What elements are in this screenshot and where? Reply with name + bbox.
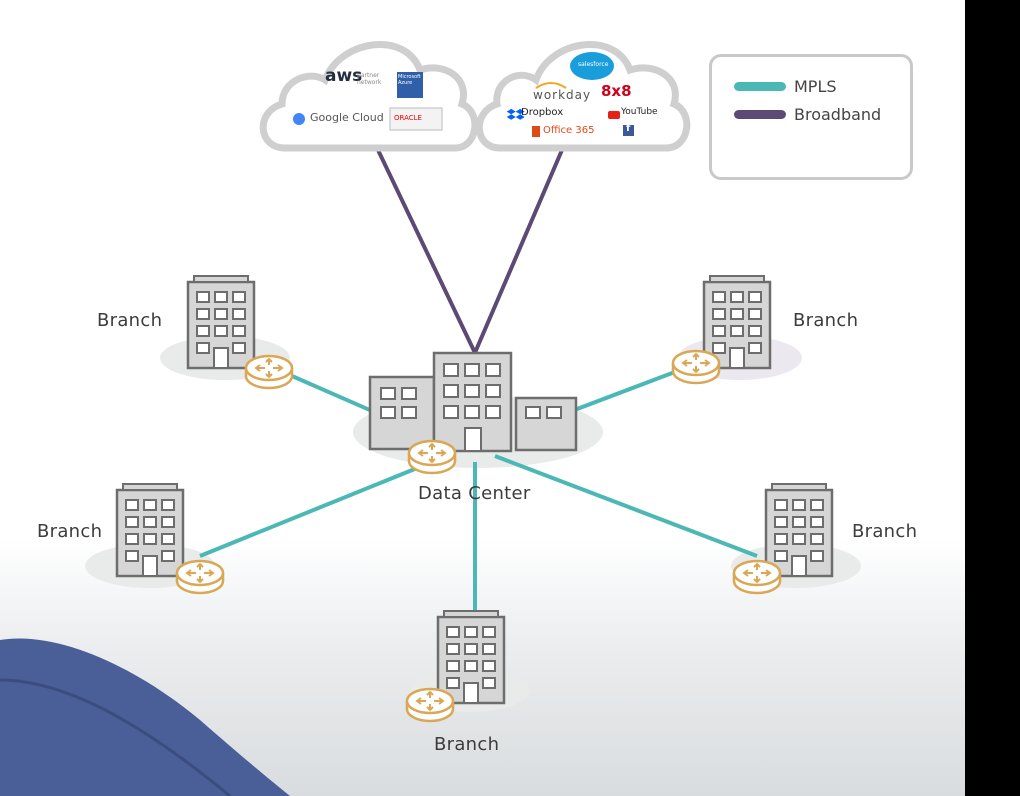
google-cloud-text: Google Cloud	[310, 111, 384, 124]
dropbox-icon	[506, 108, 525, 120]
router-icon	[244, 354, 294, 390]
office-logo-text: Office 365	[543, 125, 595, 136]
facebook-logo-text: f	[626, 123, 631, 134]
legend-broadband-label: Broadband	[794, 104, 882, 124]
eight-x-eight-logo-text: 8x8	[601, 82, 632, 100]
mpls-swatch	[734, 81, 786, 91]
azure-logo-text: Microsoft Azure	[398, 74, 421, 86]
legend-mpls: MPLS	[734, 75, 837, 97]
salesforce-logo	[570, 52, 614, 80]
salesforce-logo-text: salesforce	[578, 61, 609, 68]
google-cloud-icon	[293, 113, 305, 125]
oracle-logo	[389, 107, 443, 131]
dropbox-logo-text: Dropbox	[521, 107, 564, 118]
legend: MPLS Broadband	[709, 54, 913, 180]
legend-mpls-label: MPLS	[794, 76, 837, 96]
branch-bottom-label: Branch	[434, 734, 500, 755]
youtube-icon	[608, 111, 620, 119]
azure-logo	[397, 72, 423, 98]
branch-bottom-building-icon	[436, 609, 506, 705]
presenter-shoulder	[0, 638, 290, 796]
branch-mid-right-building-icon	[764, 482, 834, 578]
broadband-links	[376, 149, 564, 356]
oracle-logo-text: ORACLE	[394, 114, 422, 122]
data-center-label: Data Center	[418, 483, 531, 504]
workday-logo-text: workday	[533, 88, 592, 102]
branch-top-right-label: Branch	[793, 310, 859, 331]
router-icon	[175, 559, 225, 595]
broadband-swatch	[734, 109, 786, 119]
workday-arc-icon	[535, 82, 567, 89]
branch-mid-left-building-icon	[115, 482, 185, 578]
branch-mid-right-label: Branch	[852, 521, 918, 542]
aws-logo-text: aws	[325, 66, 363, 86]
router-icon	[405, 687, 455, 723]
router-icon	[732, 559, 782, 595]
cloud-right-icon	[475, 41, 691, 152]
branch-top-left-building-icon	[186, 274, 256, 370]
branch-mid-left-label: Branch	[37, 521, 103, 542]
video-edge	[965, 0, 1020, 796]
legend-broadband: Broadband	[734, 103, 881, 125]
aws-sub-text: partner network	[357, 72, 382, 86]
branch-top-left-label: Branch	[97, 310, 163, 331]
data-center-building-icon	[368, 351, 578, 453]
youtube-logo-text: YouTube	[621, 107, 658, 117]
facebook-icon	[623, 125, 634, 136]
network-diagram	[85, 41, 861, 723]
router-icon	[407, 439, 457, 475]
router-icon	[671, 349, 721, 385]
office-icon	[532, 126, 540, 137]
cloud-left-icon	[259, 41, 479, 152]
